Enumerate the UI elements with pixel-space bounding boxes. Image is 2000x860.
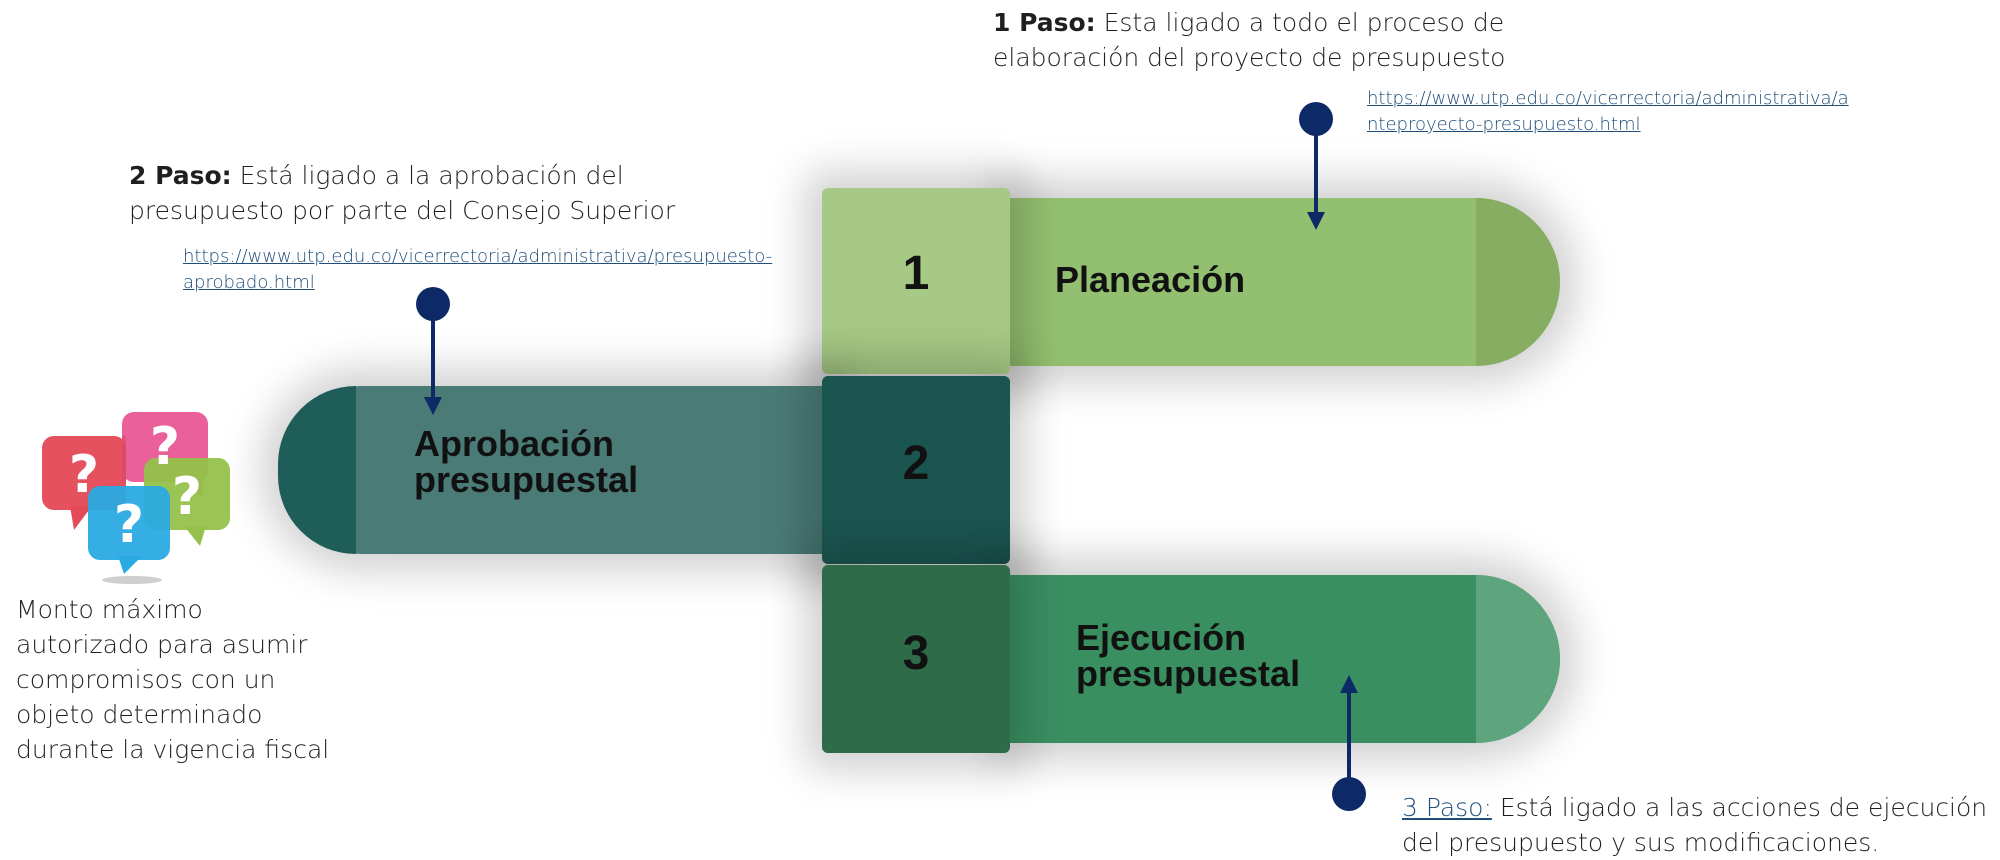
step1-link-line2[interactable]: nteproyecto-presupuesto.html [1367, 114, 1641, 135]
step1-note-text: Esta ligado a todo el proceso de elabora… [993, 8, 1506, 72]
svg-text:?: ? [69, 445, 99, 505]
step1-number-box [822, 188, 1010, 374]
step3-label-line2: presupuestal [1076, 653, 1301, 694]
side-note-line: objeto determinado [16, 700, 263, 729]
step3-note-prefix[interactable]: 3 Paso: [1402, 793, 1492, 822]
step2-pointer [416, 287, 450, 415]
step2-link-line1[interactable]: https://www.utp.edu.co/vicerrectoria/adm… [183, 246, 773, 267]
step1-link-line1[interactable]: https://www.utp.edu.co/vicerrectoria/adm… [1367, 88, 1849, 109]
step2-link[interactable]: https://www.utp.edu.co/vicerrectoria/adm… [183, 244, 772, 296]
step2-note: 2 Paso: Está ligado a la aprobación del … [129, 158, 689, 228]
side-note-line: compromisos con un [16, 665, 276, 694]
svg-text:?: ? [150, 417, 180, 477]
step3-number: 3 [902, 627, 930, 680]
side-note-line: Monto máximo [16, 595, 203, 624]
question-bubbles-icon: ? ? ? ? [42, 412, 230, 584]
step1-link[interactable]: https://www.utp.edu.co/vicerrectoria/adm… [1367, 86, 1849, 138]
step1-note-prefix: 1 Paso: [993, 8, 1096, 37]
step1-pointer [1299, 102, 1333, 230]
side-note-line: durante la vigencia fiscal [16, 735, 330, 764]
step2-label: Aprobación presupuestal [414, 426, 638, 498]
step1-note: 1 Paso: Esta ligado a todo el proceso de… [993, 5, 1513, 75]
step3-note: 3 Paso: Está ligado a las acciones de ej… [1402, 790, 1992, 860]
step2-number-box [822, 376, 1010, 564]
side-note: Monto máximo autorizado para asumir comp… [16, 592, 329, 767]
step2-note-prefix: 2 Paso: [129, 161, 232, 190]
step3-note-text: Está ligado a las acciones de ejecución … [1402, 793, 1988, 857]
svg-text:?: ? [172, 467, 202, 527]
svg-text:?: ? [114, 495, 144, 555]
step3-label: Ejecución presupuestal [1076, 620, 1300, 692]
step1-label: Planeación [1055, 259, 1246, 300]
side-note-line: autorizado para asumir [16, 630, 308, 659]
step2-label-line1: Aprobación [414, 423, 615, 464]
step3-label-line1: Ejecución [1076, 617, 1247, 658]
step2-label-line2: presupuestal [414, 459, 639, 500]
step2-note-text: Está ligado a la aprobación del presupue… [129, 161, 676, 225]
step3-number-box [822, 565, 1010, 753]
step2-number: 2 [902, 437, 930, 490]
step1-number: 1 [902, 247, 930, 300]
step3-pointer [1332, 675, 1366, 811]
step2-link-line2[interactable]: aprobado.html [183, 272, 315, 293]
